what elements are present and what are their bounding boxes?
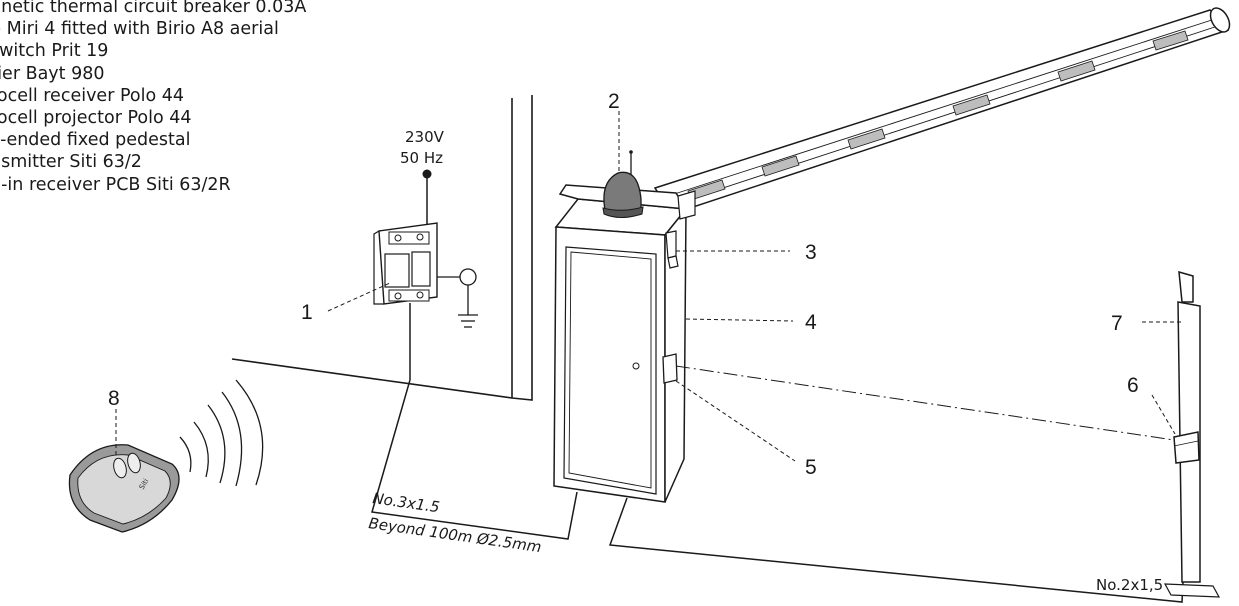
earth-symbol — [437, 268, 478, 328]
flashing-lamp — [602, 150, 644, 218]
callout-6: 6 — [1127, 374, 1139, 397]
legend-item-7: k-ended fixed pedestal — [0, 130, 191, 151]
leader-lines — [115, 111, 1182, 462]
photocell-receiver — [662, 353, 678, 384]
main-cable-label: No.3x1.5 — [371, 489, 440, 516]
legend-item-5: tocell receiver Polo 44 — [0, 85, 184, 106]
transmitter: Siti — [68, 444, 180, 533]
callout-1: 1 — [301, 301, 313, 324]
callout-5: 5 — [805, 456, 817, 479]
key-switch — [665, 230, 679, 269]
legend-item-1: gnetic thermal circuit breaker 0.03A — [0, 0, 307, 17]
legend-item-6: tocell projector Polo 44 — [0, 108, 192, 129]
legend-item-9: g-in receiver PCB Siti 63/2R — [0, 174, 231, 195]
callout-4: 4 — [805, 311, 817, 334]
component-legend: gnetic thermal circuit breaker 0.03A p M… — [0, 0, 306, 196]
legend-item-8: nsmitter Siti 63/2 — [0, 152, 142, 173]
supply-frequency: 50 Hz — [400, 149, 443, 167]
photocell-beam — [675, 365, 1175, 441]
callout-2: 2 — [608, 90, 620, 113]
callout-8: 8 — [108, 387, 120, 410]
legend-item-2: p Miri 4 fitted with Birio A8 aerial — [0, 19, 279, 40]
callout-7: 7 — [1111, 312, 1123, 335]
cables — [371, 379, 1190, 603]
circuit-breaker — [373, 169, 438, 380]
barrier-boom — [653, 7, 1231, 215]
callout-3: 3 — [805, 241, 817, 264]
photocell-pedestal — [1163, 270, 1221, 598]
legend-item-4: rier Bayt 980 — [0, 63, 105, 84]
wall — [231, 95, 533, 401]
radio-waves — [179, 379, 264, 487]
main-cable-note: Beyond 100m Ø2.5mm — [367, 514, 542, 556]
supply-voltage: 230V — [405, 128, 445, 146]
legend-item-3: switch Prit 19 — [0, 41, 109, 62]
photocell-cable-label: No.2x1,5 — [1096, 576, 1163, 594]
